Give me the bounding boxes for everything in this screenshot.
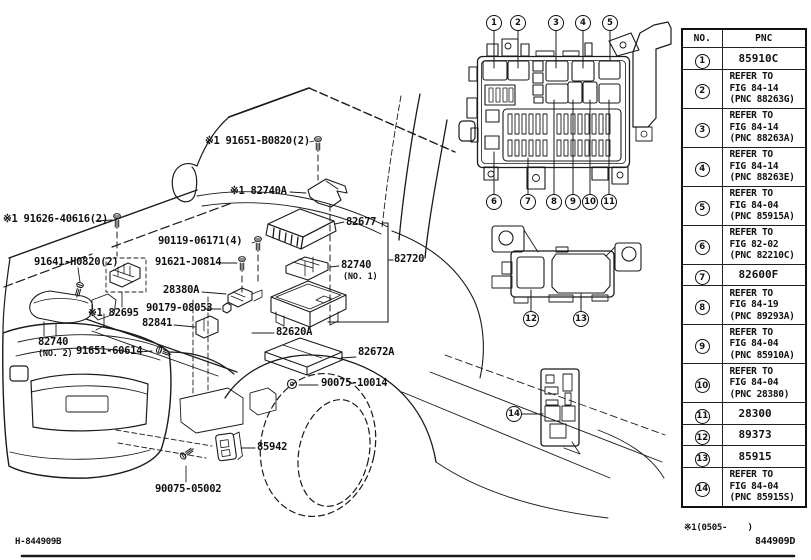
row-no-badge: 6 [694,239,710,255]
label-82740-no1: 82740 [341,259,372,271]
bolt-icons [75,136,322,460]
label-90075-05002: 90075-05002 [155,483,222,495]
car-outline [2,87,666,519]
row-pnc: 28300 [721,402,807,425]
row-pnc: 82600F [721,263,807,286]
label-82620a: 82620A [276,326,313,338]
row-pnc: 85915 [721,445,807,468]
table-row: 7 82600F [681,263,807,286]
label-82740-no1-sub: (NO. 1) [343,272,378,282]
table-row: 11 28300 [681,402,807,425]
label-90119-06171: 90119-06171(4) [158,235,243,247]
row-pnc: 89373 [721,423,807,446]
row-pnc: REFER TO FIG 84-04 (PNC 85915A) [721,185,807,226]
label-91641-h0820: 91641-H0820(2) [34,256,119,268]
col-header-pnc: PNC [721,28,807,48]
row-no-badge: 11 [694,408,710,424]
label-85942: 85942 [257,441,288,453]
row-no-badge: 13 [694,451,710,467]
row-pnc: REFER TO FIG 84-14 (PNC 88263G) [721,68,807,109]
table-header-row: NO. PNC [681,28,807,48]
callout-1: 1 [486,15,502,31]
label-82695: ※1 82695 [88,307,139,319]
label-90179-08053: 90179-08053 [146,302,213,314]
row-no-badge: 8 [694,300,710,316]
label-82672a: 82672A [358,346,395,358]
row-pnc: REFER TO FIG 84-04 (PNC 85915S) [721,466,807,507]
callout-11: 11 [601,194,617,210]
row-pnc: 85910C [721,47,807,70]
table-row: 14 REFER TO FIG 84-04 (PNC 85915S) [681,466,807,507]
page-code: H-844909B [15,537,62,547]
label-82720: 82720 [394,253,425,265]
table-row: 3 REFER TO FIG 84-14 (PNC 88263A) [681,107,807,148]
label-82740-no2: 82740 [38,336,69,348]
table-row: 9 REFER TO FIG 84-04 (PNC 85910A) [681,324,807,364]
callout-8: 8 [546,194,562,210]
table-row: 6 REFER TO FIG 82-02 (PNC 82210C) [681,224,807,265]
table-row: 2 REFER TO FIG 84-14 (PNC 88263G) [681,68,807,109]
row-pnc: REFER TO FIG 84-14 (PNC 88263E) [721,146,807,187]
row-no-badge: 1 [694,53,710,69]
callout-10: 10 [582,194,598,210]
label-90075-10014: 90075-10014 [321,377,388,389]
row-pnc: REFER TO FIG 84-04 (PNC 28380) [721,363,807,403]
table-row: 1 85910C [681,47,807,70]
label-91621-j0814: 91621-J0814 [155,256,222,268]
label-82740a: ※1 82740A [230,185,287,197]
row-pnc: REFER TO FIG 82-02 (PNC 82210C) [721,224,807,265]
callout-12: 12 [523,311,539,327]
figure-code: 844909D [755,536,796,547]
callout-13: 13 [573,311,589,327]
label-82841: 82841 [142,317,173,329]
junction-block-drawing [521,368,581,455]
row-no-badge: 12 [694,430,710,445]
row-no-badge: 7 [694,270,710,285]
row-pnc: REFER TO FIG 84-04 (PNC 85910A) [721,324,807,364]
callout-9: 9 [565,194,581,210]
table-row: 5 REFER TO FIG 84-04 (PNC 85915A) [681,185,807,226]
table-row: 10 REFER TO FIG 84-04 (PNC 28380) [681,363,807,403]
fuse-box-drawing [466,21,672,196]
label-82677: 82677 [346,216,377,228]
applicability-note: ※1(0505- ) [684,523,753,533]
row-no-badge: 14 [694,481,710,497]
callout-7: 7 [520,194,536,210]
row-no-badge: 5 [694,200,710,216]
callout-14: 14 [506,406,522,422]
row-no-badge: 4 [694,161,710,177]
row-pnc: REFER TO FIG 84-14 (PNC 88263A) [721,107,807,148]
label-91651-60614: 91651-60614 [76,345,143,357]
label-28380a: 28380A [163,284,200,296]
leader-lines [43,140,394,483]
table-row: 12 89373 [681,423,807,446]
table-row: 8 REFER TO FIG 84-19 (PNC 89293A) [681,285,807,325]
row-no-badge: 2 [694,83,710,99]
callout-5: 5 [602,15,618,31]
col-header-no: NO. [681,28,723,48]
label-91651-b0820: ※1 91651-B0820(2) [205,135,310,147]
label-82740-no2-sub: (NO. 2) [38,349,73,359]
table-row: 13 85915 [681,445,807,468]
label-91626-40616: ※1 91626-40616(2) [3,213,108,225]
callout-3: 3 [548,15,564,31]
table-row: 4 REFER TO FIG 84-14 (PNC 88263E) [681,146,807,187]
row-no-badge: 3 [694,122,710,138]
assembly-dashed-lines [116,154,331,321]
callout-6: 6 [486,194,502,210]
engine-bay-components [29,178,348,462]
callout-4: 4 [575,15,591,31]
callout-2: 2 [510,15,526,31]
relay-box-drawing [491,225,642,312]
row-no-badge: 9 [694,339,710,355]
row-pnc: REFER TO FIG 84-19 (PNC 89293A) [721,285,807,325]
row-no-badge: 10 [694,378,710,394]
